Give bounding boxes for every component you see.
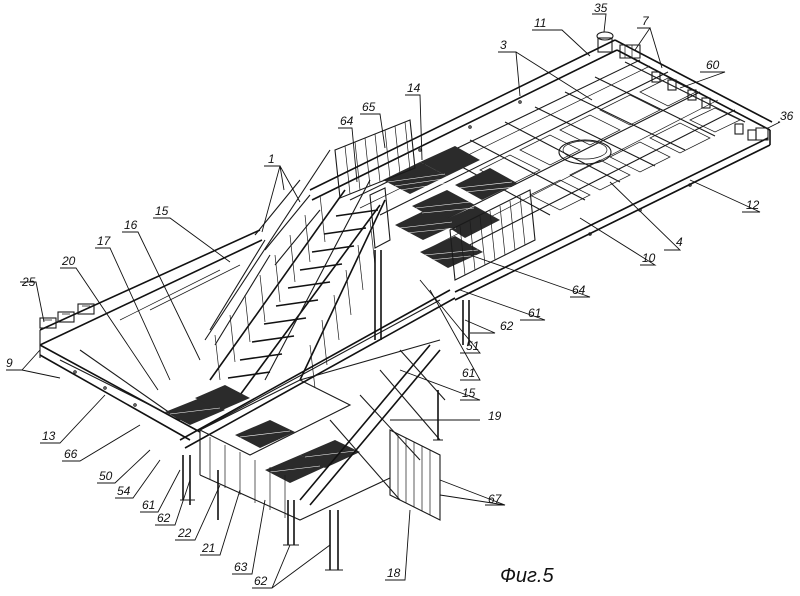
callout-labels: 35 11 7 3 60 36 14 65 64 12 1 15 4 10 16… bbox=[6, 1, 794, 588]
callout-66: 66 bbox=[64, 447, 78, 461]
callout-1: 1 bbox=[268, 152, 275, 166]
callout-54: 54 bbox=[117, 484, 131, 498]
callout-20: 20 bbox=[61, 254, 76, 268]
figure-caption: Фиг.5 bbox=[500, 565, 554, 587]
callout-61-c: 61 bbox=[142, 498, 155, 512]
left-frame bbox=[39, 229, 456, 449]
callout-50: 50 bbox=[99, 469, 113, 483]
callout-9: 9 bbox=[6, 356, 13, 370]
callout-16: 16 bbox=[124, 218, 138, 232]
callout-61-a: 61 bbox=[528, 306, 541, 320]
callout-7: 7 bbox=[642, 14, 650, 28]
callout-60: 60 bbox=[706, 58, 720, 72]
callout-17: 17 bbox=[97, 234, 112, 248]
callout-18: 18 bbox=[387, 566, 401, 580]
upper-railings bbox=[334, 119, 536, 281]
callout-62-b: 62 bbox=[157, 511, 171, 525]
callout-21: 21 bbox=[201, 541, 215, 555]
callout-35: 35 bbox=[594, 1, 608, 15]
callout-64-lower: 64 bbox=[572, 283, 586, 297]
support-legs bbox=[180, 250, 470, 571]
callout-25: 25 bbox=[21, 275, 36, 289]
callout-61-b: 61 bbox=[462, 366, 475, 380]
callout-62-a: 62 bbox=[500, 319, 514, 333]
callout-13: 13 bbox=[42, 429, 56, 443]
callout-19: 19 bbox=[488, 409, 502, 423]
callout-51: 51 bbox=[466, 339, 479, 353]
callout-12: 12 bbox=[746, 198, 760, 212]
callout-63: 63 bbox=[234, 560, 248, 574]
callout-22: 22 bbox=[177, 526, 192, 540]
callout-4: 4 bbox=[676, 235, 683, 249]
callout-11: 11 bbox=[534, 16, 546, 30]
lower-landing bbox=[165, 339, 446, 521]
callout-15-lower: 15 bbox=[462, 386, 476, 400]
callout-3: 3 bbox=[500, 38, 507, 52]
callout-67: 67 bbox=[488, 492, 503, 506]
callout-14: 14 bbox=[407, 81, 421, 95]
callout-62-c: 62 bbox=[254, 574, 268, 588]
staircase bbox=[204, 149, 386, 396]
leader-lines bbox=[6, 13, 781, 589]
callout-65: 65 bbox=[362, 100, 376, 114]
callout-64-upper: 64 bbox=[340, 114, 354, 128]
callout-15-upper: 15 bbox=[155, 204, 169, 218]
callout-36: 36 bbox=[780, 109, 794, 123]
callout-10: 10 bbox=[642, 251, 656, 265]
